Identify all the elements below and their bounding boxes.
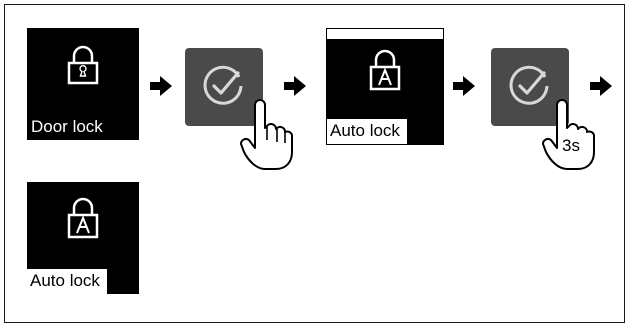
auto-lock-result-display: Auto lock xyxy=(27,182,139,294)
pointing-finger-icon xyxy=(240,99,293,170)
door-lock-label: Door lock xyxy=(31,117,103,136)
confirm-hold-button[interactable] xyxy=(491,48,569,126)
arrow-right-icon xyxy=(150,76,172,96)
display-top-bar xyxy=(327,29,443,39)
instruction-frame: Door lock Auto lock xyxy=(4,4,625,323)
confirm-button[interactable] xyxy=(185,48,263,126)
padlock-A-icon xyxy=(369,49,401,91)
check-circle-icon xyxy=(203,65,243,105)
arrow-right-icon xyxy=(453,76,475,96)
padlock-keyhole-icon xyxy=(67,45,99,85)
auto-lock-label: Auto lock xyxy=(327,119,407,144)
auto-lock-result-label: Auto lock xyxy=(27,269,107,294)
hold-duration-text: 3s xyxy=(562,136,580,155)
auto-lock-display: Auto lock xyxy=(326,28,444,145)
door-lock-display: Door lock xyxy=(27,28,139,140)
pointing-finger-icon: 3s xyxy=(542,99,595,170)
padlock-A-icon xyxy=(67,197,99,239)
check-circle-icon xyxy=(509,65,549,105)
arrow-right-icon xyxy=(590,76,612,96)
arrow-right-icon xyxy=(284,76,306,96)
